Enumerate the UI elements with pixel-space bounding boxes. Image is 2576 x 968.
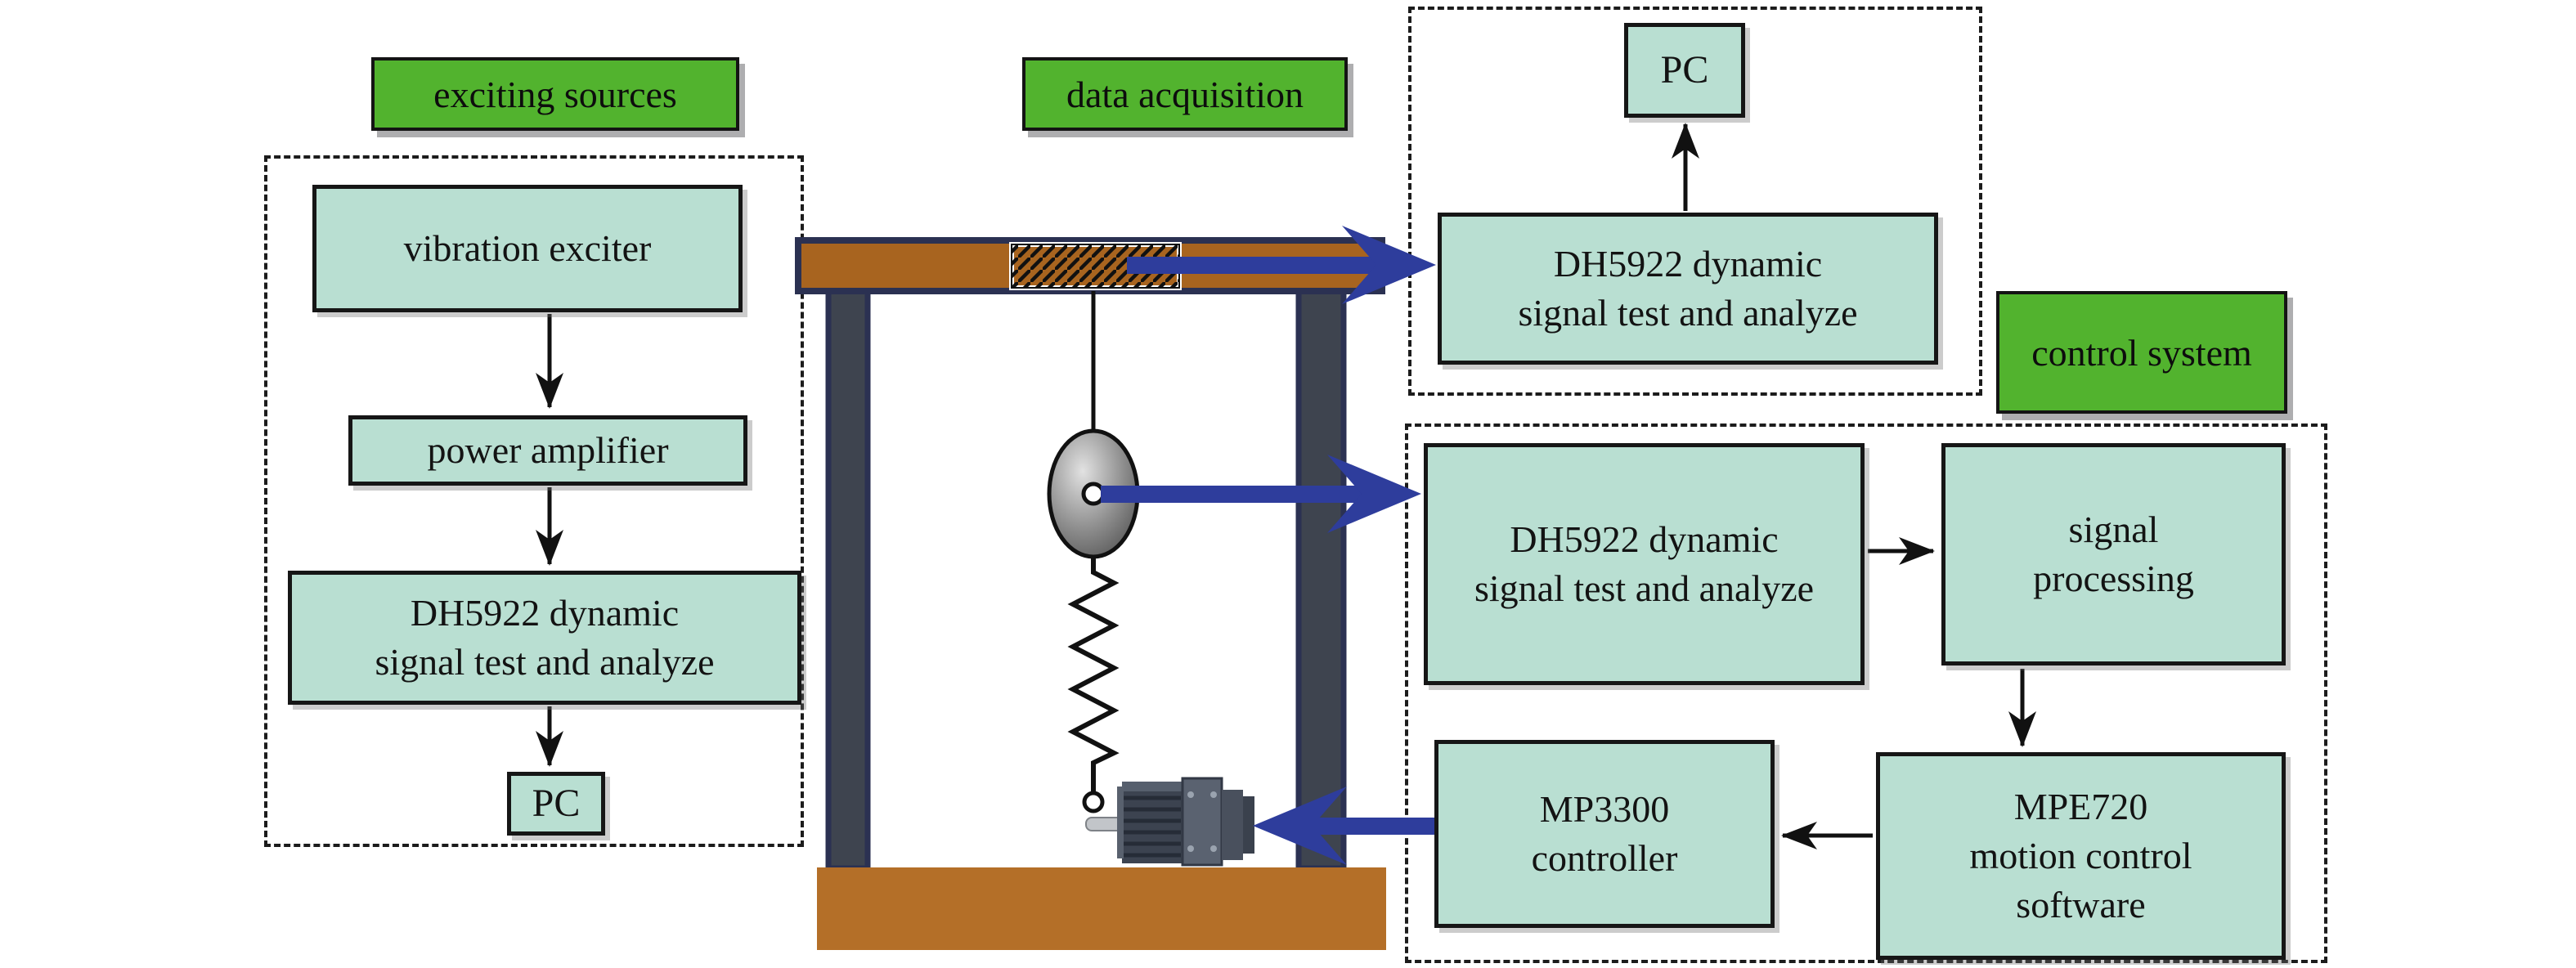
motor-flange bbox=[1181, 777, 1223, 867]
motor-screws bbox=[1187, 791, 1217, 852]
section-label-exciting-sources: exciting sources bbox=[371, 57, 739, 131]
control-system-label-text: control system bbox=[2031, 331, 2252, 374]
exciter-dh5922-box: DH5922 dynamic signal test and analyze bbox=[288, 571, 801, 705]
top-bar bbox=[795, 237, 1385, 294]
right-post bbox=[1295, 283, 1347, 872]
daq-dh5922-box: DH5922 dynamic signal test and analyze bbox=[1438, 213, 1938, 365]
power-amplifier-box: power amplifier bbox=[348, 415, 747, 486]
motor bbox=[1085, 777, 1254, 867]
mp3300-box: MP3300 controller bbox=[1434, 740, 1775, 928]
section-label-control-system: control system bbox=[1996, 291, 2287, 414]
motor-left-cap bbox=[1117, 786, 1124, 858]
mpe720-box: MPE720 motion control software bbox=[1876, 752, 2286, 960]
bar-to-daq-arrow bbox=[1127, 226, 1436, 304]
spring bbox=[1067, 557, 1120, 791]
pulley bbox=[1047, 428, 1140, 559]
pulley-hub bbox=[1081, 482, 1106, 506]
hatched-mount-hatching bbox=[1011, 244, 1180, 289]
exciter-pc-box: PC bbox=[507, 772, 605, 836]
spring-hook bbox=[1082, 791, 1105, 813]
motor-shaft bbox=[1085, 817, 1126, 831]
hatched-mount bbox=[1009, 242, 1182, 290]
section-label-data-acquisition: data acquisition bbox=[1022, 57, 1348, 131]
left-post bbox=[825, 283, 871, 872]
control-dh5922-box: DH5922 dynamic signal test and analyze bbox=[1424, 443, 1865, 685]
motor-fins bbox=[1124, 795, 1181, 858]
exciting-sources-label-text: exciting sources bbox=[433, 73, 677, 115]
control-system-group-outline bbox=[1405, 424, 2327, 963]
blue-arrows bbox=[1101, 226, 1439, 865]
motor-gearbox bbox=[1222, 790, 1243, 860]
motor-body bbox=[1122, 782, 1183, 863]
data-acquisition-group-outline bbox=[1408, 7, 1982, 396]
vibration-exciter-box: vibration exciter bbox=[312, 185, 743, 312]
signal-processing-box: signal processing bbox=[1941, 443, 2286, 666]
data-acquisition-label-text: data acquisition bbox=[1066, 73, 1304, 115]
motor-body-top bbox=[1122, 782, 1183, 791]
motor-gearbox-cap bbox=[1243, 796, 1254, 854]
pulley-to-dh5922-arrow bbox=[1101, 455, 1421, 533]
base bbox=[817, 867, 1386, 950]
test-rig bbox=[795, 237, 1386, 950]
exciting-sources-group-outline bbox=[264, 155, 804, 847]
daq-pc-box: PC bbox=[1624, 23, 1745, 118]
